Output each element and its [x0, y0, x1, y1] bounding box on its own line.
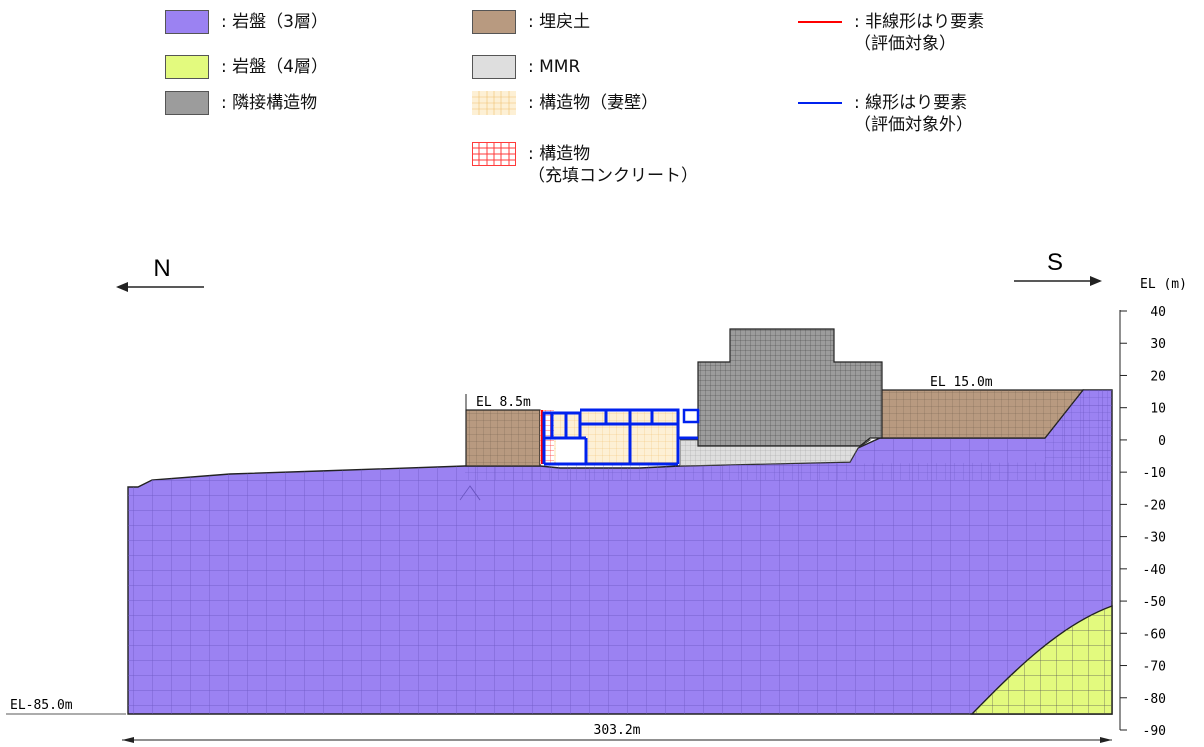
- rock-layer3-region: [127, 389, 1113, 715]
- width-label: 303.2m: [594, 723, 641, 738]
- legend-label-rock-layer3: : 岩盤（3層）: [221, 12, 328, 32]
- axis-ticks: 40 30 20 10 0 -10 -20 -30 -40 -50 -60 -70 -80 -90: [1120, 305, 1166, 739]
- legend-swatch-rock-layer4: [165, 55, 209, 79]
- legend-label-rock-layer4: : 岩盤（4層）: [221, 57, 328, 77]
- south-label: S: [1047, 249, 1063, 276]
- rock-layer4-region: [970, 604, 1113, 715]
- axis-tick-label: -80: [1143, 692, 1166, 707]
- backfill-left-region: [465, 409, 541, 467]
- axis-tick-label: -40: [1143, 563, 1166, 578]
- legend-item-rock-layer4: : 岩盤（4層）: [165, 55, 328, 79]
- legend-item-adjacent-structure: : 隣接構造物: [165, 91, 317, 115]
- axis-tick-label: 40: [1150, 305, 1166, 320]
- adjacent-structure-region: [697, 328, 883, 447]
- legend-item-structure-wall: : 構造物（妻壁）: [472, 91, 658, 115]
- axis-tick-label: -30: [1143, 531, 1166, 546]
- north-label: N: [153, 255, 170, 282]
- backfill-right-region: [879, 389, 1085, 439]
- legend-label-mmr: : MMR: [528, 57, 581, 77]
- legend-swatch-backfill: [472, 10, 516, 34]
- legend-swatch-adjacent-structure: [165, 91, 209, 115]
- linear-beam-elements: [542, 408, 700, 466]
- elevation-axis: EL (m) 40 30 20 10 0 -10 -20 -30 -40 -50 -60 -70 -80…: [1119, 277, 1187, 739]
- legend-item-mmr: : MMR: [472, 55, 580, 79]
- axis-tick-label: -90: [1143, 724, 1166, 739]
- axis-tick-label: -70: [1143, 660, 1166, 675]
- legend-label-linear-beam: : 線形はり要素 （評価対象外）: [854, 93, 973, 135]
- axis-tick-label: 30: [1150, 337, 1166, 352]
- legend-swatch-filled-concrete: [472, 142, 516, 166]
- axis-tick-label: -50: [1143, 595, 1166, 610]
- legend-item-linear-beam: : 線形はり要素 （評価対象外）: [798, 91, 973, 136]
- south-arrow: S: [1014, 249, 1102, 286]
- el-left-annotation: EL 8.5m: [466, 395, 538, 411]
- legend-swatch-mmr: [472, 55, 516, 79]
- legend-label-adjacent-structure: : 隣接構造物: [221, 93, 318, 113]
- axis-tick-label: -10: [1143, 466, 1166, 481]
- legend-item-nonlinear-beam: : 非線形はり要素 （評価対象）: [798, 10, 984, 55]
- axis-tick-label: 0: [1158, 434, 1166, 449]
- el-bottom-annotation: EL-85.0m: [6, 698, 126, 715]
- legend-swatch-nonlinear-beam: [798, 21, 842, 23]
- legend-swatch-linear-beam: [798, 102, 842, 104]
- legend-swatch-rock-layer3: [165, 10, 209, 34]
- axis-tick-label: 20: [1150, 369, 1166, 384]
- axis-tick-label: 10: [1150, 402, 1166, 417]
- legend-swatch-structure-wall: [472, 91, 516, 115]
- el-bottom-label: EL-85.0m: [10, 698, 73, 713]
- legend-label-filled-concrete: : 構造物 （充填コンクリート）: [528, 144, 698, 186]
- axis-title: EL (m): [1140, 277, 1187, 292]
- axis-tick-label: -60: [1143, 627, 1166, 642]
- axis-tick-label: -20: [1143, 498, 1166, 513]
- width-dimension: 303.2m: [122, 723, 1112, 743]
- el-left-label: EL 8.5m: [476, 395, 531, 410]
- legend-item-rock-layer3: : 岩盤（3層）: [165, 10, 328, 34]
- legend-label-backfill: : 埋戻土: [528, 12, 591, 32]
- legend-label-structure-wall: : 構造物（妻壁）: [528, 93, 659, 113]
- legend-item-filled-concrete: : 構造物 （充填コンクリート）: [472, 142, 698, 187]
- el-right-annotation: EL 15.0m: [912, 375, 1000, 391]
- el-right-label: EL 15.0m: [930, 375, 993, 390]
- legend-item-backfill: : 埋戻土: [472, 10, 590, 34]
- legend-label-nonlinear-beam: : 非線形はり要素 （評価対象）: [854, 12, 985, 54]
- north-arrow: N: [116, 255, 204, 292]
